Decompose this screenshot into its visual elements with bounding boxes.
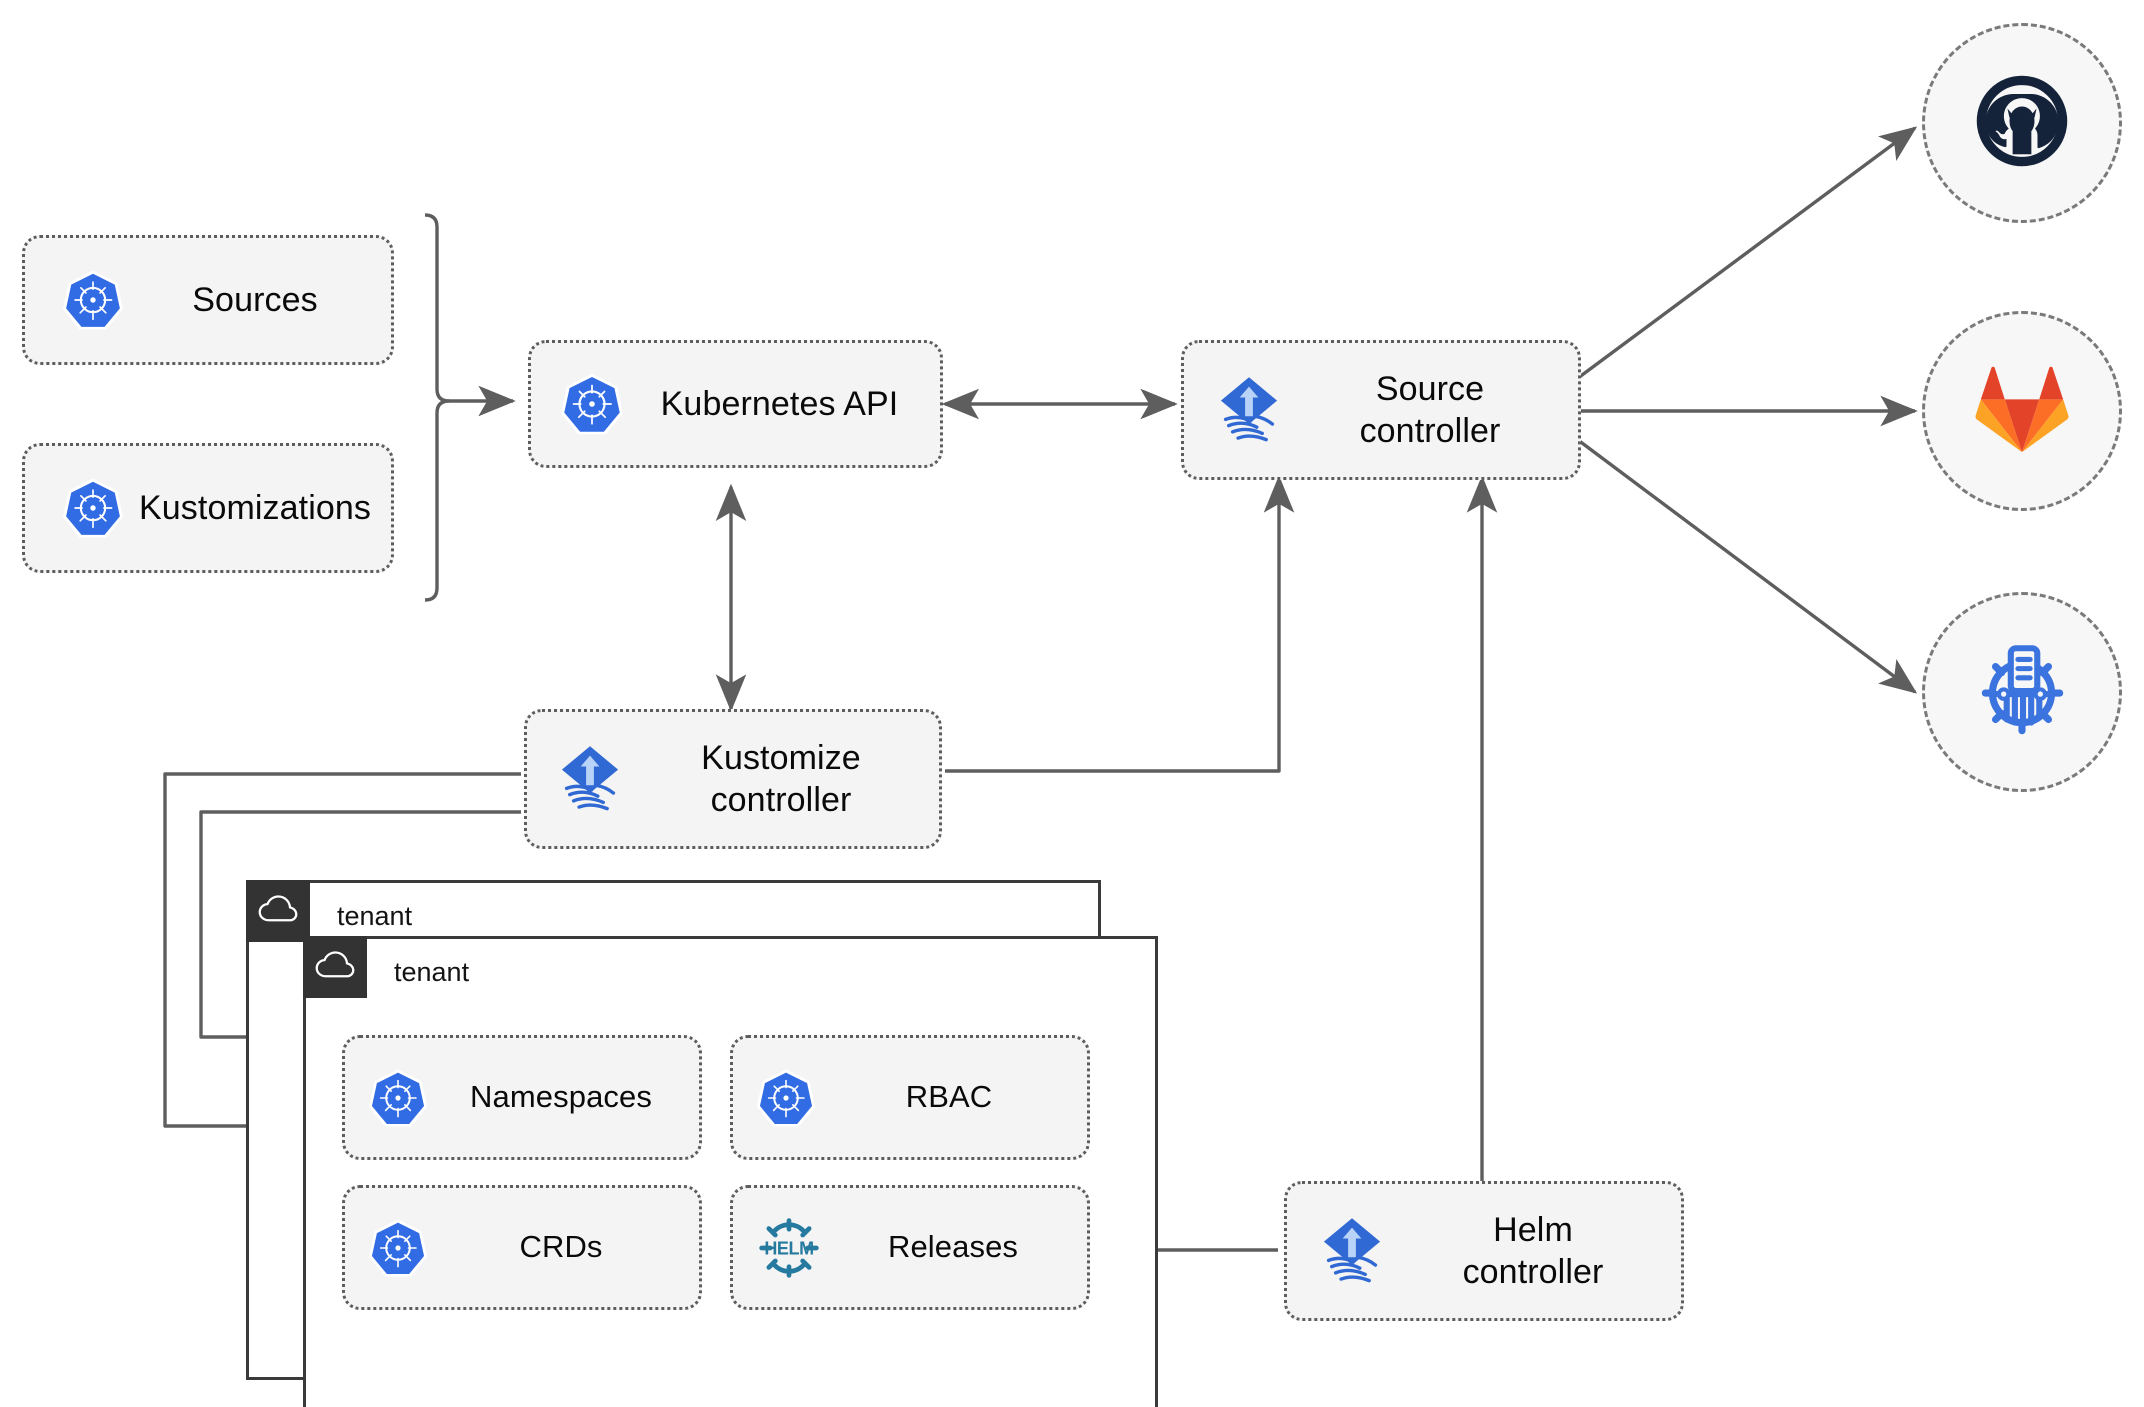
node-label-crds: CRDs — [519, 1229, 603, 1265]
provider-github[interactable] — [1922, 23, 2122, 223]
gitlab-icon — [1974, 364, 2070, 459]
node-label-helm-controller: Helm controller — [1391, 1209, 1681, 1293]
node-sources[interactable]: Sources — [22, 235, 394, 365]
kubernetes-icon — [367, 1067, 429, 1129]
node-helm-controller[interactable]: Helm controller — [1284, 1181, 1684, 1321]
provider-gitlab[interactable] — [1922, 311, 2122, 511]
kustomize-controller-line2: controller — [710, 781, 852, 819]
node-releases[interactable]: HELM Releases — [730, 1185, 1090, 1310]
kubernetes-icon — [755, 1067, 817, 1129]
node-label-namespaces: Namespaces — [470, 1079, 652, 1115]
flux-icon — [551, 740, 629, 818]
flux-icon — [1313, 1212, 1391, 1290]
node-label-kubernetes-api: Kubernetes API — [660, 384, 899, 423]
node-label-kustomize-controller: Kustomize controller — [629, 737, 939, 821]
helm-controller-line2: controller — [1462, 1253, 1604, 1291]
provider-helm-repository[interactable] — [1922, 592, 2122, 792]
svg-text:HELM: HELM — [764, 1238, 813, 1258]
cloud-icon — [315, 950, 355, 985]
cloud-icon — [258, 894, 298, 929]
tenant-label-inner: tenant — [394, 957, 470, 987]
github-icon — [1970, 69, 2074, 178]
node-namespaces[interactable]: Namespaces — [342, 1035, 702, 1160]
node-label-kustomizations: Kustomizations — [139, 488, 371, 527]
node-kubernetes-api[interactable]: Kubernetes API — [528, 340, 943, 468]
node-label-releases: Releases — [887, 1229, 1019, 1265]
node-label-source-controller: Source controller — [1288, 368, 1578, 452]
helm-controller-line1: Helm — [1493, 1210, 1573, 1249]
kubernetes-icon — [61, 476, 125, 540]
helm-repository-icon — [1966, 634, 2078, 751]
node-label-rbac: RBAC — [905, 1079, 993, 1115]
tenant-tab-inner — [303, 936, 367, 998]
helm-icon: HELM — [753, 1213, 825, 1283]
kustomize-controller-line1: Kustomize — [701, 738, 861, 777]
flux-icon — [1210, 371, 1288, 449]
node-crds[interactable]: CRDs — [342, 1185, 702, 1310]
node-kustomize-controller[interactable]: Kustomize controller — [524, 709, 942, 849]
source-controller-line1: Source — [1375, 369, 1485, 408]
source-controller-line2: controller — [1359, 412, 1501, 450]
node-label-sources: Sources — [192, 280, 318, 319]
node-source-controller[interactable]: Source controller — [1181, 340, 1581, 480]
tenant-label-outer: tenant — [337, 901, 413, 931]
kubernetes-icon — [61, 268, 125, 332]
tenant-tab-outer — [246, 880, 310, 942]
kubernetes-icon — [559, 371, 625, 437]
tenant-container-inner[interactable]: tenant — [303, 936, 1158, 1407]
node-kustomizations[interactable]: Kustomizations — [22, 443, 394, 573]
node-rbac[interactable]: RBAC — [730, 1035, 1090, 1160]
kubernetes-icon — [367, 1217, 429, 1279]
